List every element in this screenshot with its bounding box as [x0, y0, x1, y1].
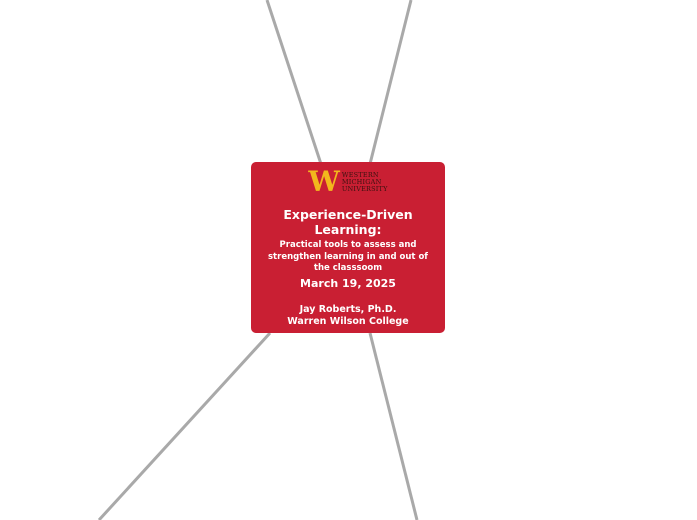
logo-wordmark: Western Michigan University — [341, 170, 388, 193]
presenter-name: Jay Roberts, Ph.D. — [299, 303, 397, 315]
logo-line-2: Michigan — [341, 177, 382, 186]
connector-line-top-left — [265, 0, 323, 165]
connector-line-top-right — [368, 0, 413, 165]
logo-w-mark: W — [308, 165, 339, 198]
central-topic-date: March 19, 2025 — [300, 276, 396, 290]
wmu-logo: W Western Michigan University — [308, 165, 388, 198]
central-topic-subtitle: Practical tools to assess and strengthen… — [268, 240, 428, 273]
connector-line-bottom-left — [97, 331, 272, 520]
presenter-institution: Warren Wilson College — [287, 316, 409, 327]
central-topic-node[interactable]: W Western Michigan University Experience… — [251, 162, 445, 333]
central-topic-title: Experience-Driven Learning: — [283, 207, 413, 237]
logo-line-1: Western — [341, 170, 379, 179]
connector-line-bottom-right — [368, 332, 419, 520]
logo-line-3: University — [341, 184, 388, 193]
